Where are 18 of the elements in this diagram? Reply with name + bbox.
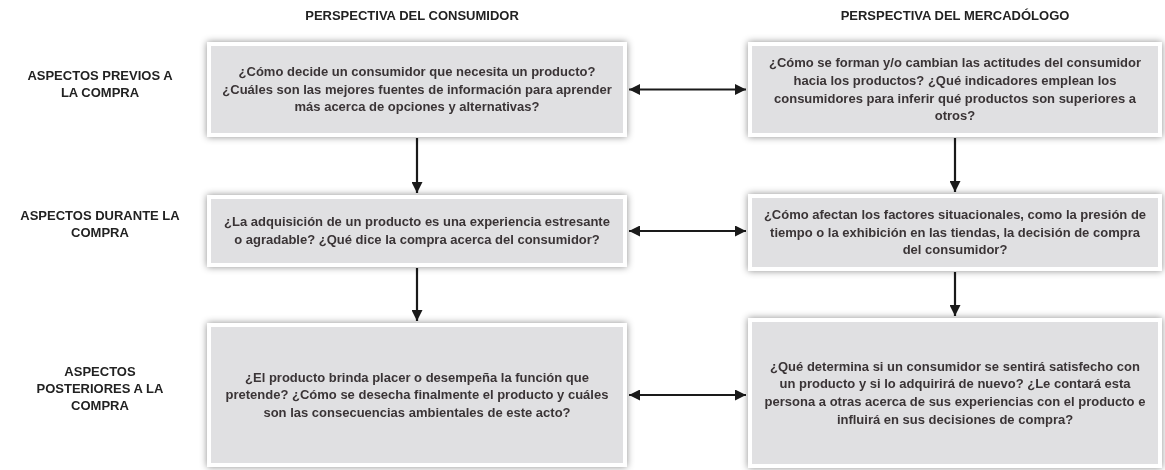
question-text: ¿Cómo afectan los factores situacionales, como la presión de tiempo o la exhibición en las tiendas, la decisión de compra del consumidor? (762, 206, 1148, 259)
question-text: ¿Cómo decide un consumidor que necesita un producto? ¿Cuáles son las mejores fuentes de información para aprender más acerca de opciones y alternativas? (221, 63, 613, 116)
row-heading: ASPECTOS PREVIOS A LA COMPRA (26, 68, 174, 102)
row-heading: ASPECTOS DURANTE LA COMPRA (19, 208, 181, 242)
column-heading: PERSPECTIVA DEL CONSUMIDOR (304, 8, 520, 25)
row-heading: ASPECTOS POSTERIORES A LA COMPRA (35, 364, 165, 415)
arrow (629, 84, 746, 95)
question-text: ¿La adquisición de un producto es una experiencia estresante o agradable? ¿Qué dice la compra acerca del consumidor? (223, 213, 611, 249)
question-text: ¿Qué determina si un consumidor se sentirá satisfecho con un producto y si lo adquirirá de nuevo? ¿Le contará esta persona a otras acerca de sus experiencias con el producto e influirá en sus decisiones de compra? (763, 357, 1147, 429)
arrow (949, 138, 961, 192)
question-text: ¿Cómo se forman y/o cambian las actitudes del consumidor hacia los productos? ¿Qué indicadores emplean los consumidores para inferir qué productos son superiores a otros? (768, 54, 1142, 125)
arrow (411, 268, 423, 321)
arrow (629, 225, 746, 237)
arrow (629, 389, 746, 401)
question-text: ¿El producto brinda placer o desempeña la función que pretende? ¿Cómo se desecha finalmente el producto y cuáles son las consecuencias ambientales de este acto? (224, 368, 610, 422)
arrow (949, 272, 961, 316)
column-heading: PERSPECTIVA DEL MERCADÓLOGO (839, 8, 1071, 25)
arrow (411, 138, 423, 193)
